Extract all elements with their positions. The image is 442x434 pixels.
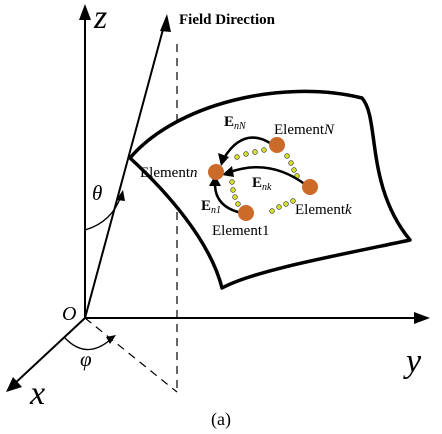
theta-arc-arrowhead [116, 190, 125, 201]
field-direction-vector [84, 21, 166, 319]
element-1-label: Element1 [212, 223, 269, 239]
x-axis-arrowhead [6, 377, 22, 392]
y-axis-arrowhead [414, 312, 430, 324]
field-direction-label: Field Direction [179, 12, 276, 28]
coupling-dots [229, 147, 300, 214]
field-E-nk-label: Enk [252, 175, 272, 193]
element-1-marker [238, 205, 254, 221]
surface-patch [128, 89, 412, 290]
arrow-nk [229, 166, 307, 187]
x-axis [11, 317, 86, 387]
element-k-marker [302, 179, 318, 195]
theta-label: θ [92, 181, 102, 205]
y-axis-label: y [403, 343, 422, 380]
field-E-n1-label: En1 [201, 198, 221, 216]
arrow-nN [222, 136, 271, 159]
field-E-nN-label: EnN [224, 114, 247, 132]
arrow-nk-head [222, 166, 234, 177]
phi-arc [64, 337, 111, 351]
element-N-marker [269, 137, 285, 153]
projection-ground-dashed [84, 317, 178, 393]
figure-caption: (a) [211, 409, 231, 430]
element-n-marker [208, 164, 224, 180]
arrow-nN-head [218, 153, 229, 166]
x-axis-label: x [29, 375, 45, 412]
phi-label: φ [80, 347, 92, 371]
phi-arc-arrowhead [106, 335, 116, 344]
element-k-label: Elementk [295, 202, 352, 218]
arrow-n1-head [209, 175, 221, 186]
z-axis-arrowhead [79, 4, 91, 20]
field-direction-arrowhead [160, 14, 171, 32]
origin-label: O [62, 303, 76, 325]
z-axis-label: z [93, 0, 107, 36]
element-N-label: ElementN [274, 122, 335, 138]
element-n-label: Elementn [140, 165, 197, 181]
